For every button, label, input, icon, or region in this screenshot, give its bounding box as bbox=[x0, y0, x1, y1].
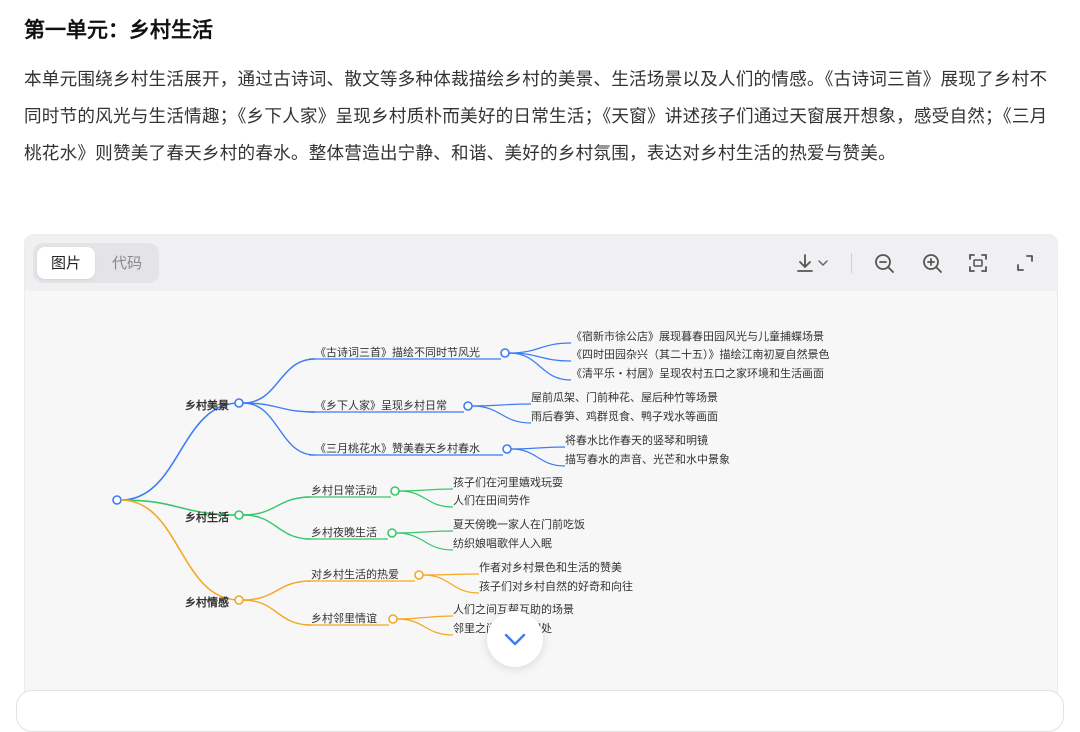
chat-input-box[interactable] bbox=[16, 690, 1064, 732]
mindmap-branch[interactable]: 乡村美景 bbox=[185, 398, 229, 412]
topic-node bbox=[388, 614, 398, 624]
mindmap-leaf[interactable]: 作者对乡村景色和生活的赞美 bbox=[479, 560, 622, 574]
zoom-out-icon[interactable] bbox=[870, 249, 898, 277]
mindmap-leaf[interactable]: 孩子们对乡村自然的好奇和向往 bbox=[479, 579, 633, 593]
tab-image[interactable]: 图片 bbox=[37, 247, 95, 279]
topic-node bbox=[463, 401, 473, 411]
tab-code[interactable]: 代码 bbox=[111, 254, 142, 272]
mindmap-leaf[interactable]: 夏天傍晚一家人在门前吃饭 bbox=[453, 517, 585, 531]
chevron-down-icon bbox=[504, 633, 526, 646]
topic-node bbox=[500, 348, 510, 358]
scroll-down-button[interactable] bbox=[487, 611, 543, 667]
chevron-down-icon[interactable] bbox=[815, 249, 831, 277]
fit-screen-icon[interactable] bbox=[964, 249, 992, 277]
mindmap-topic[interactable]: 对乡村生活的热爱 bbox=[311, 567, 399, 581]
mindmap-leaf[interactable]: 纺织娘唱歌伴人入眠 bbox=[453, 536, 552, 550]
download-icon[interactable] bbox=[791, 249, 819, 277]
mindmap-topic[interactable]: 乡村邻里情谊 bbox=[311, 611, 377, 625]
mindmap-leaf[interactable]: 雨后春笋、鸡群觅食、鸭子戏水等画面 bbox=[531, 409, 718, 423]
mindmap-leaf[interactable]: 人们在田间劳作 bbox=[453, 493, 530, 507]
mindmap-panel: 图片 代码 乡村美景 《古诗词三首》描绘不同时节风光 《宿新市徐公店》展现暮春田园风… bbox=[24, 234, 1058, 706]
topic-node bbox=[414, 570, 424, 580]
mindmap-leaf[interactable]: 描写春水的声音、光芒和水中景象 bbox=[565, 452, 730, 466]
zoom-in-icon[interactable] bbox=[918, 249, 946, 277]
mindmap-topic[interactable]: 《乡下人家》呈现乡村日常 bbox=[315, 398, 447, 412]
mindmap-leaf[interactable]: 孩子们在河里嬉戏玩耍 bbox=[453, 475, 563, 489]
mindmap-branch[interactable]: 乡村生活 bbox=[185, 510, 229, 524]
preview-toolbar: 图片 代码 bbox=[25, 235, 1057, 291]
toolbar-divider bbox=[851, 253, 852, 273]
topic-node bbox=[387, 528, 397, 538]
mindmap-topic[interactable]: 《古诗词三首》描绘不同时节风光 bbox=[315, 345, 480, 359]
branch-node bbox=[234, 510, 244, 520]
mindmap-leaf[interactable]: 《清平乐・村居》呈现农村五口之家环境和生活画面 bbox=[571, 366, 824, 380]
mindmap-leaf[interactable]: 人们之间互帮互助的场景 bbox=[453, 602, 574, 616]
section-heading: 第一单元：乡村生活 bbox=[24, 18, 213, 42]
mindmap-topic[interactable]: 乡村夜晚生活 bbox=[311, 525, 377, 539]
mindmap-topic[interactable]: 《三月桃花水》赞美春天乡村春水 bbox=[315, 441, 480, 455]
view-mode-switch: 图片 代码 bbox=[33, 243, 159, 283]
branch-node bbox=[234, 398, 244, 408]
topic-node bbox=[502, 444, 512, 454]
mindmap-topic[interactable]: 乡村日常活动 bbox=[311, 483, 377, 497]
branch-node bbox=[234, 595, 244, 605]
topic-node bbox=[390, 486, 400, 496]
mindmap-leaf[interactable]: 《宿新市徐公店》展现暮春田园风光与儿童捕蝶场景 bbox=[571, 329, 824, 343]
mindmap-leaf[interactable]: 屋前瓜架、门前种花、屋后种竹等场景 bbox=[531, 390, 718, 404]
root-node bbox=[112, 495, 122, 505]
mindmap-branch[interactable]: 乡村情感 bbox=[185, 595, 229, 609]
unit-summary: 本单元围绕乡村生活展开，通过古诗词、散文等多种体裁描绘乡村的美景、生活场景以及人… bbox=[24, 70, 1048, 164]
fullscreen-icon[interactable] bbox=[1011, 249, 1039, 277]
mindmap-leaf[interactable]: 将春水比作春天的竖琴和明镜 bbox=[565, 433, 708, 447]
mindmap-leaf[interactable]: 《四时田园杂兴（其二十五）》描绘江南初夏自然景色 bbox=[571, 347, 830, 361]
